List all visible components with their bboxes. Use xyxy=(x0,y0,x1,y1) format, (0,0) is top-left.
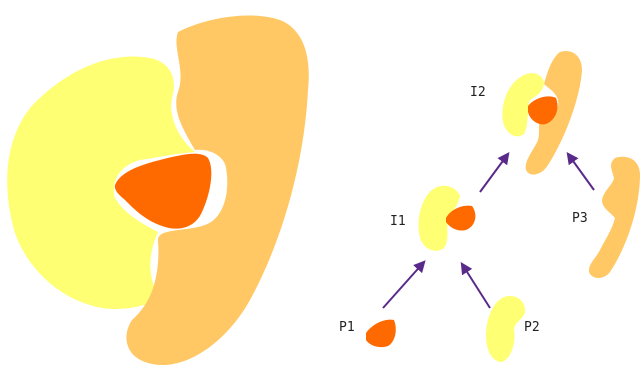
p3-label: P3 xyxy=(572,211,588,226)
p1-label: P1 xyxy=(339,320,355,335)
arrow-i1-to-i2 xyxy=(480,154,508,192)
large-complex xyxy=(7,16,309,366)
p1-node: P1 xyxy=(339,320,396,348)
arrow-p1-to-i1 xyxy=(383,262,424,308)
arrow-p2-to-i1 xyxy=(462,264,490,308)
p2-label: P2 xyxy=(524,320,540,335)
i1-label: I1 xyxy=(390,214,406,229)
arrow-p3-to-i2 xyxy=(568,154,594,190)
i1-node: I1 xyxy=(390,186,475,251)
p2-node: P2 xyxy=(486,296,540,362)
p1-orange-component xyxy=(366,320,396,348)
p2-yellow-component xyxy=(486,296,525,362)
p3-tan-component xyxy=(589,157,640,278)
arrows xyxy=(383,154,594,308)
i2-node: I2 xyxy=(470,51,582,175)
i2-label: I2 xyxy=(470,85,486,100)
